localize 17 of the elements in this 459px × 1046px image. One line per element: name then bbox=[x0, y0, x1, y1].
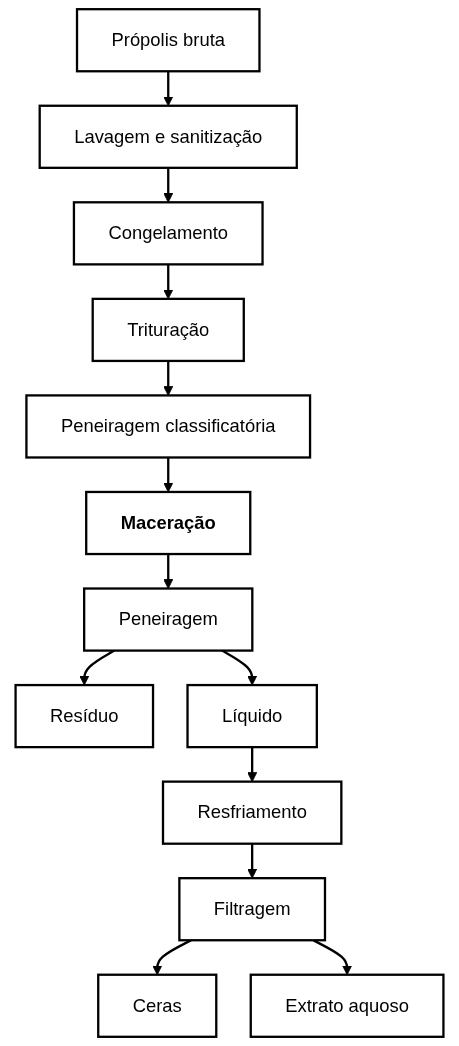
arrow bbox=[247, 843, 258, 879]
node-box: Trituração bbox=[91, 297, 245, 363]
node-box: Filtragem bbox=[178, 877, 327, 942]
node-box: Resfriamento bbox=[161, 780, 343, 845]
node-box: Maceração bbox=[85, 490, 252, 556]
node-box: Lavagem e sanitização bbox=[38, 104, 298, 169]
node-box: Congelamento bbox=[72, 201, 264, 266]
node-box: Líquido bbox=[186, 683, 318, 749]
node-box: Resíduo bbox=[14, 683, 155, 749]
arrow bbox=[163, 167, 174, 203]
node-box: Ceras bbox=[97, 973, 218, 1038]
node-box: Peneiragem bbox=[83, 587, 254, 652]
node-box: Peneiragem classificatória bbox=[25, 394, 312, 459]
arrow bbox=[163, 554, 174, 589]
node-box: Extrato aquoso bbox=[249, 973, 445, 1038]
arrow bbox=[163, 360, 174, 396]
node-box: Própolis bruta bbox=[75, 8, 261, 73]
